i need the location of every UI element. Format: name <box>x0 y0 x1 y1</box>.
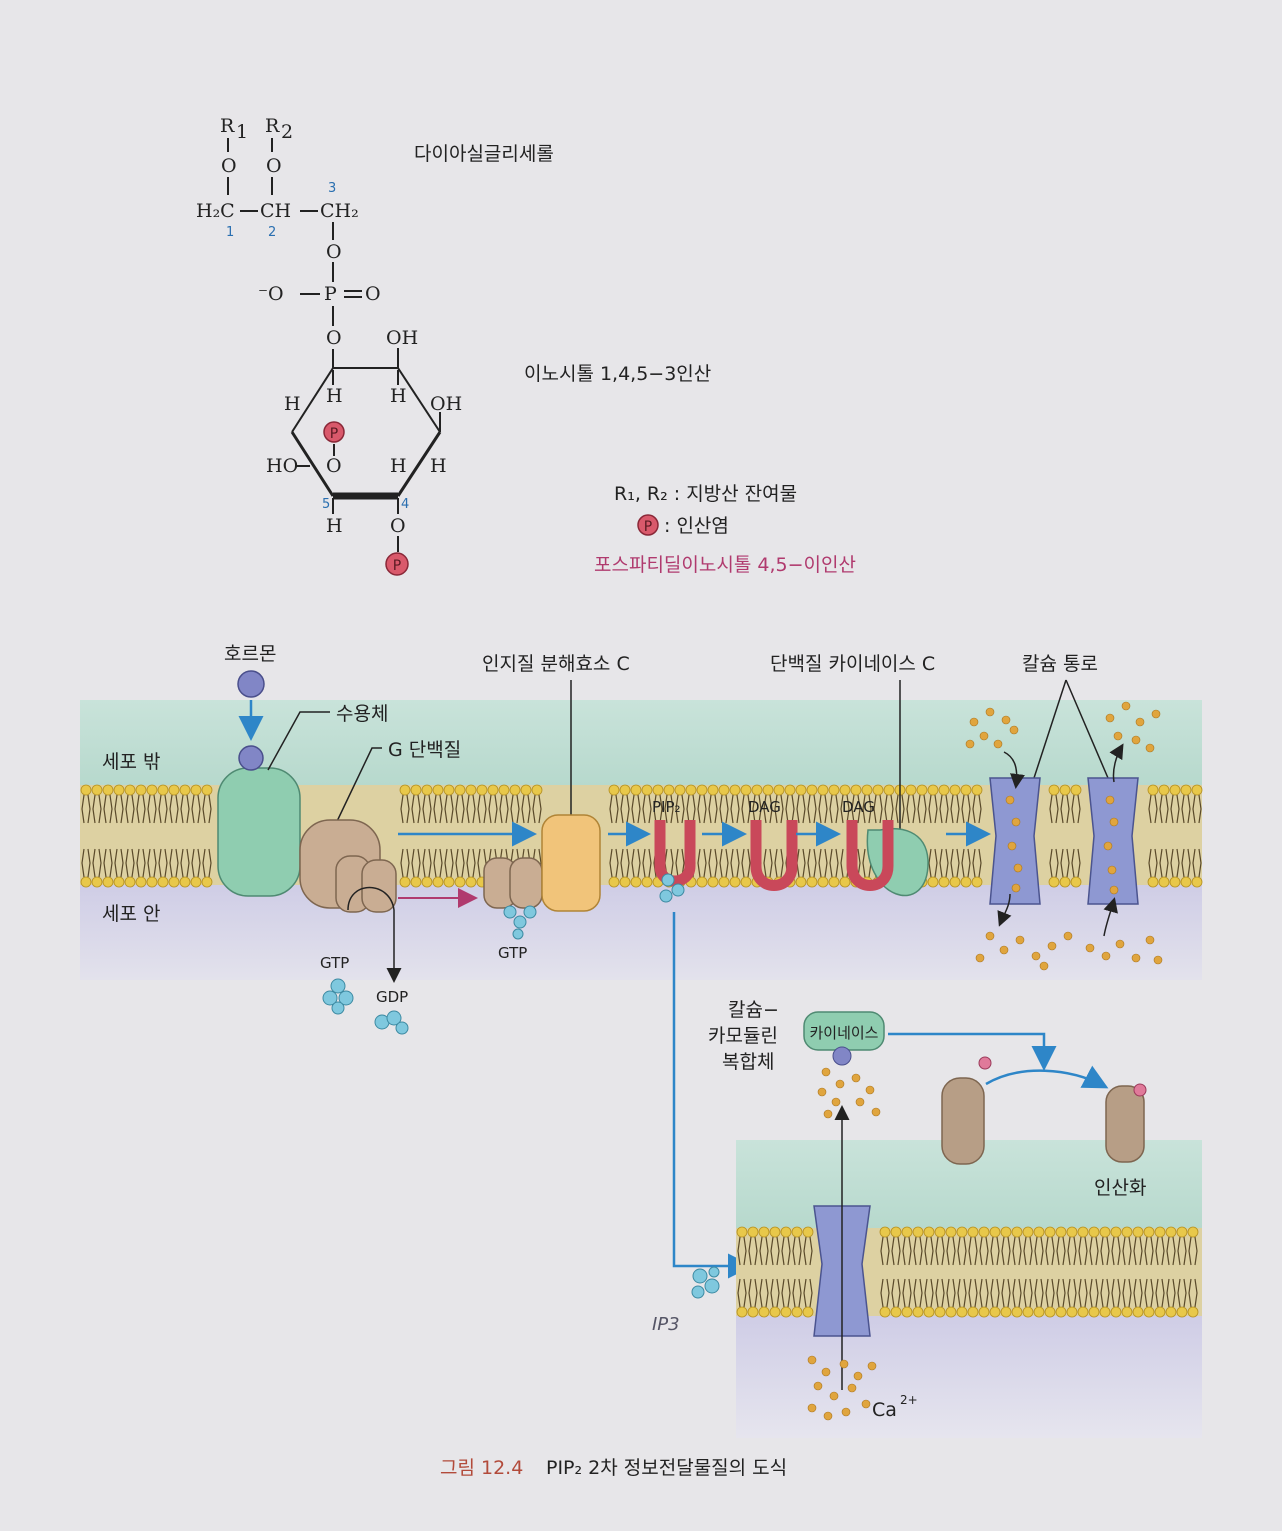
carbon-5-number: 5 <box>322 497 330 512</box>
ca-calmodulin-label-3: 복합체 <box>722 1051 774 1073</box>
o-c4: O <box>390 515 406 537</box>
pip2-label: PIP₂ <box>652 798 681 816</box>
h-c3: H <box>430 455 447 477</box>
carbon-1-number: 1 <box>226 225 234 240</box>
legend-phosphate-letter: P <box>644 519 652 535</box>
substrate-protein <box>941 1077 985 1165</box>
phosphate-circle-icon <box>385 552 409 576</box>
inside-cell-label: 세포 안 <box>102 903 160 925</box>
r2-sub: 2 <box>281 121 293 143</box>
diacylglycerol-label: 다이아실글리세롤 <box>414 143 554 165</box>
carbon-2-number: 2 <box>268 225 276 240</box>
ca-calmodulin-label-1: 칼슘− <box>728 999 779 1021</box>
ip3-label: 이노시톨 1,4,5−3인산 <box>524 363 711 385</box>
calcium-ions <box>965 701 1163 971</box>
phosphate-circle-label: P <box>393 558 401 574</box>
oh-top: OH <box>386 327 418 349</box>
calmodulin-kinase: 칼슘− 카모듈린 복합체 카이네이스 인산화 <box>708 999 1147 1199</box>
o-4: O <box>326 327 342 349</box>
pkc-complex: 단백질 카이네이스 C DAG <box>770 653 935 897</box>
figure-title: PIP₂ 2차 정보전달물질의 도식 <box>546 1457 787 1479</box>
gdp-label: GDP <box>376 988 408 1006</box>
h2c-group: H₂C <box>196 200 235 222</box>
kinase-label: 카이네이스 <box>809 1024 878 1042</box>
legend-phosphate-icon <box>637 514 659 536</box>
ho-left: HO <box>266 455 298 477</box>
handwritten-ip3-note: IP3 <box>652 1314 680 1335</box>
calcium-channels: 칼슘 통로 <box>965 653 1163 971</box>
phospholipase-c: 인지질 분해효소 C <box>482 653 630 912</box>
phosphate-circle-label: P <box>330 426 338 442</box>
gdp-molecule <box>374 1010 409 1035</box>
h-c2: H <box>284 393 301 415</box>
calcium-channel-2 <box>1087 777 1139 905</box>
phosphate-oxygen: O <box>365 283 381 305</box>
r2-label: R <box>265 115 280 137</box>
phosphate-oxygen-minus: ⁻O <box>258 283 284 305</box>
phosphorus: P <box>324 283 337 305</box>
calcium-label: Ca <box>872 1399 897 1421</box>
hormone-receptor: 호르몬 수용체 <box>217 643 388 897</box>
g-protein: G 단백질 GTP GDP <box>299 739 461 1035</box>
gtp-label-1: GTP <box>320 954 349 972</box>
carbon-3-number: 3 <box>328 181 336 196</box>
h-c6: H <box>390 385 407 407</box>
pip2-lipid: PIP₂ <box>652 798 696 903</box>
hormone-label: 호르몬 <box>224 643 276 665</box>
h-c4-up: H <box>390 455 407 477</box>
dag-lipid-1: DAG <box>748 798 798 891</box>
o-2: O <box>266 155 282 177</box>
carbon-4-number: 4 <box>401 497 409 512</box>
gtp-molecule-1 <box>322 978 354 1015</box>
hormone-molecule <box>237 670 265 698</box>
plc-enzyme <box>541 814 601 912</box>
bound-hormone <box>238 745 264 771</box>
ch-group: CH <box>260 200 291 222</box>
figure-number: 그림 12.4 <box>440 1457 523 1479</box>
ip3-molecule <box>691 1266 720 1299</box>
oh-right: OH <box>430 393 462 415</box>
r1-label: R <box>220 115 235 137</box>
g-alpha-gtp: GTP <box>483 857 543 962</box>
plc-label: 인지질 분해효소 C <box>482 653 630 675</box>
r1-sub: 1 <box>236 121 248 143</box>
dag-label-1: DAG <box>748 798 781 816</box>
calcium-ions-er <box>807 1355 877 1421</box>
figure-caption: 그림 12.4 PIP₂ 2차 정보전달물질의 도식 <box>440 1457 787 1479</box>
er-lipid-bilayer <box>736 1226 1199 1318</box>
phosphorylation-label: 인산화 <box>1094 1177 1146 1199</box>
calcium-ions-cytosol <box>817 1067 881 1119</box>
h-c5: H <box>326 515 343 537</box>
ca-calmodulin-label-2: 카모듈린 <box>708 1025 778 1047</box>
gtp-label-2: GTP <box>498 944 527 962</box>
dag-label-2: DAG <box>842 798 875 816</box>
phosphorylated-protein <box>1105 1085 1145 1163</box>
calcium-channel-label: 칼슘 통로 <box>1022 653 1098 675</box>
g-protein-label: G 단백질 <box>388 739 461 761</box>
pip2-structure: R 1 R 2 O O 3 H₂C CH CH₂ 1 2 O ⁻O P O O <box>196 115 856 576</box>
o-3: O <box>326 241 342 263</box>
calcium-channel-1 <box>989 777 1041 905</box>
calcium-charge: 2+ <box>900 1393 918 1407</box>
pip2-name-label: 포스파티딜이노시톨 4,5−이인산 <box>594 554 856 576</box>
legend-phosphate: : 인산염 <box>664 515 729 537</box>
receptor-label: 수용체 <box>336 703 388 725</box>
o-1: O <box>221 155 237 177</box>
ch2-group: CH₂ <box>320 200 359 222</box>
h-c1: H <box>326 385 343 407</box>
pkc-label: 단백질 카이네이스 C <box>770 653 935 675</box>
ip3-pathway: IP3 <box>652 912 753 1335</box>
outside-cell-label: 세포 밖 <box>102 751 160 773</box>
receptor-protein <box>217 767 301 897</box>
o-ring: O <box>326 455 342 477</box>
phosphate-circle-icon <box>323 421 345 443</box>
legend-fatty-acid: R₁, R₂ : 지방산 잔여물 <box>614 483 797 505</box>
